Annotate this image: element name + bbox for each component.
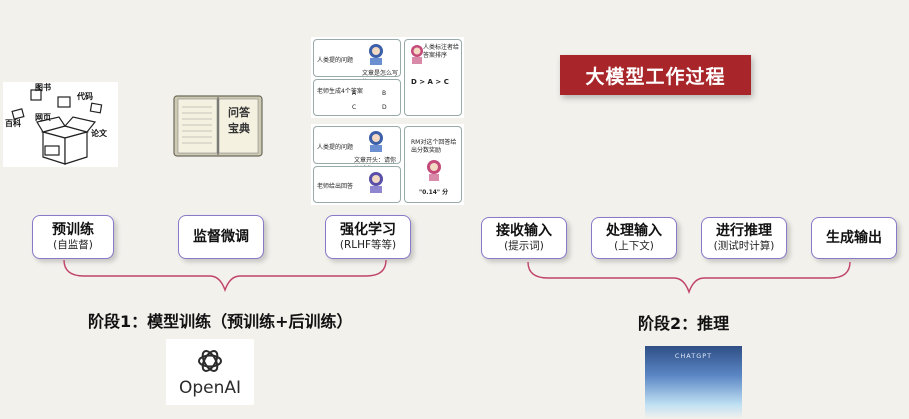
rlhf-bottom-score: "0.14" 分	[419, 189, 449, 196]
labeler-icon	[411, 45, 423, 64]
rlhf-top-text-0: 人类提的问题	[317, 57, 354, 64]
openai-icon	[198, 350, 222, 372]
book-title: 问答宝典	[228, 106, 250, 135]
step-generate-output: 生成输出	[811, 217, 897, 259]
step-pretraining: 预训练 (自监督)	[32, 215, 114, 259]
step-rlhf: 强化学习 (RLHF等等)	[325, 215, 411, 259]
step-receive-input-sub: (提示词)	[504, 240, 544, 252]
stage-2-label: 阶段2：推理	[638, 314, 730, 333]
inference-brace	[527, 261, 851, 295]
step-sft: 监督微调	[178, 215, 264, 259]
word-books: 图书	[35, 83, 51, 92]
rlhf-top-text-2: 老师生成4个答案	[317, 88, 363, 95]
rlhf-top-ranking: D > A > C	[411, 78, 449, 86]
rlhf-bottom-text-2: 老师给出回答	[317, 183, 354, 190]
step-pretraining-sub: (自监督)	[53, 239, 93, 251]
step-process-input-sub: (上下文)	[614, 240, 654, 252]
diagram-title: 大模型工作过程	[560, 55, 751, 95]
step-rlhf-sub: (RLHF等等)	[339, 239, 397, 251]
word-web: 网页	[35, 113, 51, 122]
step-process-input: 处理输入 (上下文)	[591, 217, 677, 259]
sft-book-illustration: 问答宝典	[172, 93, 264, 159]
rlhf-reward-illustration: 人类提的问题 文章开头：请你告诉我 老师给出回答 RM对这个回答给出分数奖励 "…	[311, 124, 464, 205]
step-reasoning: 进行推理 (测试时计算)	[701, 217, 787, 259]
step-reasoning-sub: (测试时计算)	[713, 240, 775, 252]
step-sft-label: 监督微调	[193, 229, 249, 245]
openai-logo-text: OpenAI	[178, 378, 242, 398]
step-reasoning-label: 进行推理	[716, 223, 772, 239]
rlhf-top-text-3: 人类标注者给答案排序	[423, 44, 460, 59]
training-brace	[63, 259, 387, 293]
step-receive-input: 接收输入 (提示词)	[481, 217, 567, 259]
step-process-input-label: 处理输入	[606, 223, 662, 239]
openai-logo: OpenAI	[166, 339, 254, 405]
rlhf-ranking-illustration: 人类提的问题 文章是怎么写的 老师生成4个答案 A C B D 人类标注者给答案…	[311, 37, 464, 118]
step-receive-input-label: 接收输入	[496, 223, 552, 239]
data-box-icon	[11, 89, 103, 165]
word-paper: 论文	[91, 129, 107, 138]
reward-model-icon	[427, 160, 441, 181]
step-pretraining-label: 预训练	[52, 222, 94, 238]
word-wiki: 百科	[5, 119, 21, 128]
rlhf-bottom-text-3: RM对这个回答给出分数奖励	[411, 139, 457, 154]
step-rlhf-label: 强化学习	[340, 222, 396, 238]
rlhf-bottom-text-0: 人类提的问题	[317, 144, 354, 151]
pretrain-illustration: 图书 代码 百科 网页 论文	[3, 82, 118, 167]
chatgpt-label: CHATGPT	[674, 352, 713, 360]
person-icon	[369, 44, 383, 65]
word-code: 代码	[77, 92, 93, 101]
step-generate-output-label: 生成输出	[826, 230, 882, 246]
chatgpt-image: CHATGPT	[645, 346, 742, 419]
stage-1-label: 阶段1：模型训练（预训练+后训练）	[88, 312, 353, 331]
teacher-icon	[369, 172, 383, 193]
person-icon	[369, 131, 383, 152]
